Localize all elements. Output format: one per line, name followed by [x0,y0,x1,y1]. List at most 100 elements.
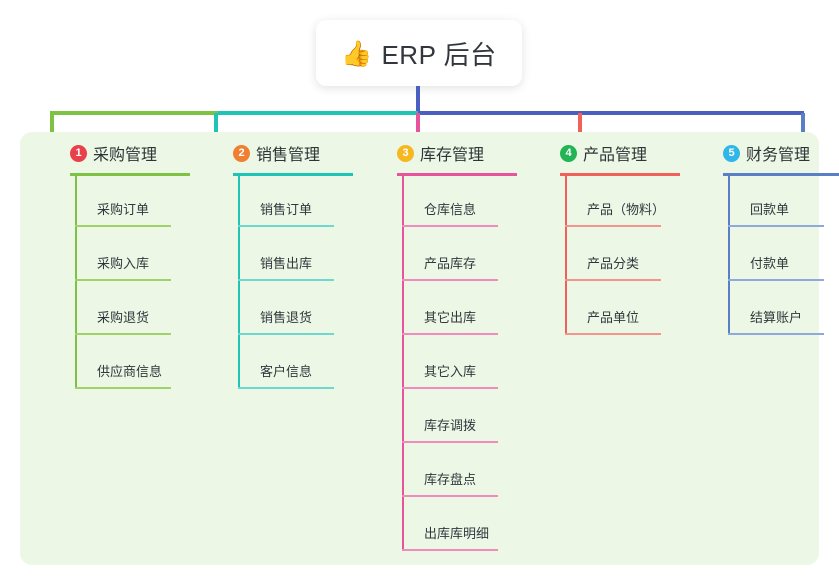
branch-header-5[interactable]: 5 财务管理 [698,140,839,166]
branch-spine-line [75,173,77,389]
branch-item[interactable]: 回款单 [728,173,839,227]
horizontal-connector-1 [50,111,218,115]
branch-item[interactable]: 产品（物料） [565,173,698,227]
branch-header-underline [560,173,680,176]
branch-item-underline [238,225,334,227]
branch-item-underline [75,333,171,335]
branch-item-label: 出库库明细 [424,526,490,541]
branch-item-underline [75,387,171,389]
branch-item[interactable]: 付款单 [728,227,839,281]
branch-item-underline [565,279,661,281]
branch-item[interactable]: 销售出库 [238,227,371,281]
branch-item-label: 其它入库 [424,364,477,379]
branch-number-badge: 3 [397,144,414,162]
root-stem-line [416,86,420,113]
branch-number-badge: 2 [233,144,250,162]
branch-spine-line [728,173,730,335]
branch-item-label: 库存盘点 [424,472,477,487]
branch-item[interactable]: 库存盘点 [402,443,535,497]
branch-item[interactable]: 销售退货 [238,281,371,335]
branch-header-1[interactable]: 1 采购管理 [45,140,208,166]
branch-item-label: 客户信息 [260,364,313,379]
branch-title: 库存管理 [420,147,485,164]
branches-panel [20,132,819,565]
branch-item-underline [565,225,661,227]
branch-item-underline [728,225,824,227]
branch-item-label: 库存调拨 [424,418,477,433]
branch-spine-line [402,173,404,551]
branch-number-badge: 5 [723,144,740,162]
branch-item-label: 产品单位 [587,310,640,325]
branch-item-underline [728,333,824,335]
branch-item-underline [402,495,498,497]
branch-item[interactable]: 其它出库 [402,281,535,335]
branch-item-underline [402,549,498,551]
branch-column-1: 1 采购管理采购订单采购入库采购退货供应商信息 [45,140,208,389]
branch-item-label: 其它出库 [424,310,477,325]
branch-item-underline [402,279,498,281]
branch-item-underline [75,279,171,281]
branch-item-underline [75,225,171,227]
branch-header-underline [397,173,517,176]
branch-item-label: 销售出库 [260,256,313,271]
branch-item[interactable]: 库存调拨 [402,389,535,443]
root-node[interactable]: 👍 ERP 后台 [316,20,522,86]
branch-item-label: 产品库存 [424,256,477,271]
branch-item-label: 付款单 [750,256,790,271]
branch-item[interactable]: 产品单位 [565,281,698,335]
horizontal-connector-3 [418,111,804,115]
branch-item[interactable]: 销售订单 [238,173,371,227]
branch-item[interactable]: 出库库明细 [402,497,535,551]
branch-item[interactable]: 客户信息 [238,335,371,389]
branch-item-underline [728,279,824,281]
branch-item-label: 仓库信息 [424,202,477,217]
branch-item[interactable]: 仓库信息 [402,173,535,227]
branch-column-2: 2 销售管理销售订单销售出库销售退货客户信息 [208,140,371,389]
branch-item-underline [238,279,334,281]
root-title: ERP 后台 [381,39,497,70]
branch-item-label: 销售退货 [260,310,313,325]
branch-column-5: 5 财务管理回款单付款单结算账户 [698,140,839,335]
branch-item[interactable]: 采购退货 [75,281,208,335]
branch-item-label: 销售订单 [260,202,313,217]
branch-item-list: 产品（物料） 产品分类产品单位 [565,173,698,335]
branch-item-list: 仓库信息产品库存其它出库其它入库库存调拨库存盘点出库库明细 [402,173,535,551]
branch-header-2[interactable]: 2 销售管理 [208,140,371,166]
branch-number-badge: 1 [70,144,87,162]
branch-item[interactable]: 结算账户 [728,281,839,335]
branch-header-underline [70,173,190,176]
thumbs-up-icon: 👍 [341,38,373,68]
branch-item-label: 产品（物料） [587,202,666,217]
branch-item[interactable]: 采购订单 [75,173,208,227]
branch-item-underline [238,387,334,389]
branch-item[interactable]: 产品分类 [565,227,698,281]
branch-item-underline [402,333,498,335]
branch-item-label: 结算账户 [750,310,803,325]
branch-item[interactable]: 采购入库 [75,227,208,281]
branch-header-3[interactable]: 3 库存管理 [372,140,535,166]
branch-header-underline [723,173,839,176]
branch-item-list: 回款单付款单结算账户 [728,173,839,335]
branch-item-underline [402,441,498,443]
branch-item-underline [238,333,334,335]
branch-item[interactable]: 其它入库 [402,335,535,389]
branch-item-label: 采购订单 [97,202,150,217]
branch-spine-line [565,173,567,335]
branch-number-badge: 4 [560,144,577,162]
branch-item-label: 回款单 [750,202,790,217]
branch-item-list: 销售订单销售出库销售退货客户信息 [238,173,371,389]
branch-title: 采购管理 [93,147,158,164]
branch-item-label: 采购退货 [97,310,150,325]
branch-title: 财务管理 [746,147,811,164]
branch-item[interactable]: 产品库存 [402,227,535,281]
branch-spine-line [238,173,240,389]
branch-item-underline [565,333,661,335]
branch-item-underline [402,387,498,389]
branch-item-underline [402,225,498,227]
branch-title: 销售管理 [256,147,321,164]
branch-item[interactable]: 供应商信息 [75,335,208,389]
branch-item-label: 产品分类 [587,256,640,271]
